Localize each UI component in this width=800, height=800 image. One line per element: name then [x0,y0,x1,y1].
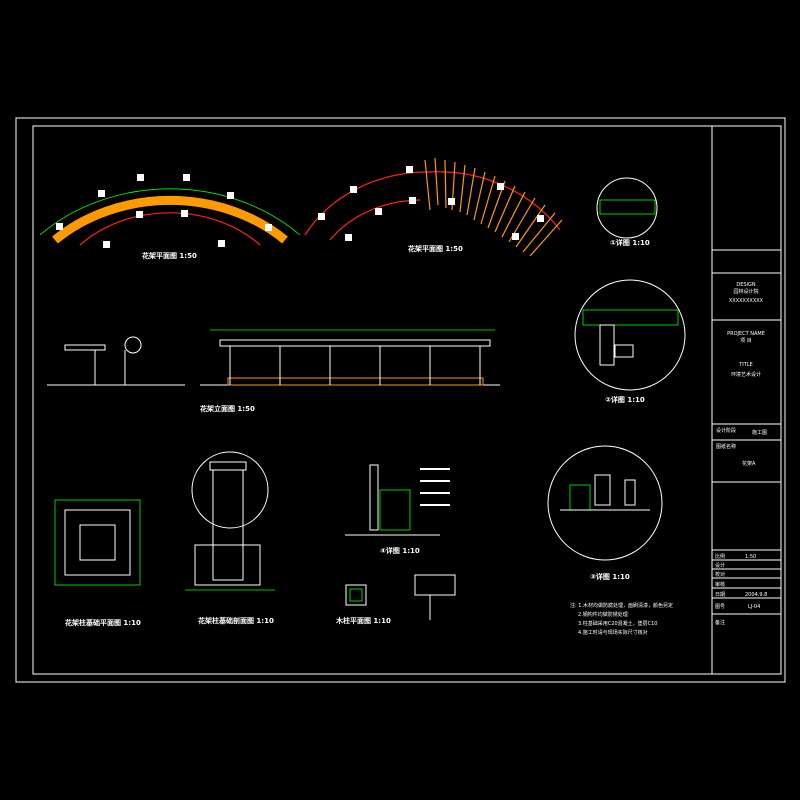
row-label: 设计 [715,562,725,569]
stage-label: 设计阶段 [716,427,736,434]
drawing-label: 图纸名称 [716,443,736,450]
project-label-en: PROJECT NAME [727,331,765,337]
note-line: 4.施工时请与现场实际尺寸核对 [578,629,648,636]
project-en: TITLE [738,362,753,368]
plan2-title: 花架平面图 1:50 [408,244,463,253]
note-line: 3.柱基础采用C20混凝土，垫层C10 [578,620,657,627]
company-en: DESIGN [736,282,756,288]
detail-1: ①详图 1:10 [596,177,658,247]
footing-plan: 花架柱基础平面图 1:10 [54,499,141,627]
footing-plan-title: 花架柱基础平面图 1:10 [65,618,141,627]
detail4-title: ④详图 1:10 [380,546,420,555]
detail3-title: ③详图 1:10 [590,572,630,581]
footing-section: 花架柱基础剖面图 1:10 [185,451,275,625]
detail-4: ④详图 1:10 [345,464,450,555]
post-plan: 木柱平面图 1:10 [335,574,456,625]
stage-value: 施工图 [752,429,767,436]
notes: 注: 1.木材均做防腐处理，面刷清漆，颜色另定 2.钢构件均做防锈处理 3.柱基… [570,602,673,636]
note-line: 注: 1.木材均做防腐处理，面刷清漆，颜色另定 [570,602,673,609]
elevation-title: 花架立面图 1:50 [200,404,255,413]
outer-border [15,117,786,683]
drawing-name: 花架A [742,460,756,467]
title-block-rows: 比例 1:50 设计 校对 审核 日期 2004.9.8 图号 LJ-04 备注 [712,553,781,626]
detail1-title: ①详图 1:10 [610,238,650,247]
detail2-title: ②详图 1:10 [605,395,645,404]
company-name: 园林设计院 [733,288,758,295]
scale-value: 1:50 [745,554,756,560]
footing-section-title: 花架柱基础剖面图 1:10 [198,616,274,625]
drawing-number: LJ-04 [748,604,760,610]
row-label: 日期 [715,592,725,598]
elevation-view: 花架立面图 1:50 [47,329,500,413]
plan-view-1: 花架平面图 1:50 [39,174,301,260]
company-sub: XXXXXXXXXX [729,298,764,304]
project-name: 环境艺术设计 [731,371,761,378]
plan1-title: 花架平面图 1:50 [142,251,197,260]
row-label: 比例 [715,553,725,560]
row-label: 图号 [715,604,725,610]
remarks-label: 备注 [715,619,725,626]
row-label: 校对 [715,571,725,578]
row-label: 审核 [715,581,725,588]
detail-3: ③详图 1:10 [547,445,663,581]
note-line: 2.钢构件均做防锈处理 [578,611,628,618]
project-label: 项 目 [740,338,752,344]
date-value: 2004.9.8 [745,592,767,598]
post-plan-title: 木柱平面图 1:10 [335,616,391,625]
title-block: DESIGN 园林设计院 XXXXXXXXXX PROJECT NAME 项 目… [712,249,781,626]
inner-border [32,125,782,675]
detail-2: ②详图 1:10 [574,279,686,404]
plan-view-2: 花架平面图 1:50 [304,157,563,257]
